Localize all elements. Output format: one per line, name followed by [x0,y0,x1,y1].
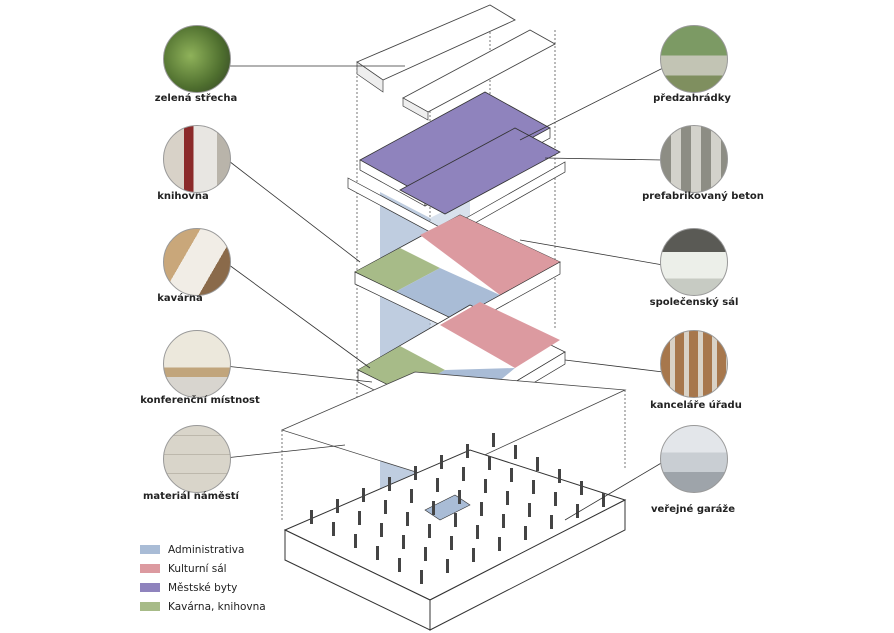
label-public-garage: veřejné garáže [650,504,736,515]
garage-column [484,479,487,493]
legend-item-admin: Administrativa [140,540,266,559]
garage-column [550,515,553,529]
garage-column [514,445,517,459]
garage-column [446,559,449,573]
garage-column [502,514,505,528]
garage-level [283,449,627,631]
garage-column [380,523,383,537]
garage-column [410,489,413,503]
garage-column [432,501,435,515]
label-square-material: materiál náměstí [143,491,239,502]
garage-column [310,510,313,524]
legend-label: Kavárna, knihovna [168,600,266,613]
housing-floor-lower [347,127,566,241]
roof-slab-lower [402,29,556,121]
garage-column [450,536,453,550]
legend-item-cafe-library: Kavárna, knihovna [140,597,266,616]
plaza-slab [280,371,627,520]
garage-column [558,469,561,483]
offices-photo [660,330,728,398]
legend-swatch [140,564,160,573]
label-front-gardens: předzahrádky [653,93,731,104]
garage-column [524,526,527,540]
garage-column [406,512,409,526]
garage-column [362,488,365,502]
garage-column [420,570,423,584]
green-roof-photo [163,25,231,93]
garage-column [424,547,427,561]
legend-label: Městské byty [168,581,238,594]
garage-column [388,477,391,491]
precast-concrete-photo [660,125,728,193]
garage-column [492,433,495,447]
garage-column [336,499,339,513]
front-gardens-photo [660,25,728,93]
garage-column [536,457,539,471]
garage-column [402,535,405,549]
garage-column [510,468,513,482]
legend-item-housing: Městské byty [140,578,266,597]
legend-label: Kulturní sál [168,562,227,575]
label-offices: kanceláře úřadu [650,400,742,411]
garage-photo [660,425,728,493]
garage-column [498,537,501,551]
garage-column [580,481,583,495]
label-precast-concrete: prefabrikovaný beton [642,191,764,202]
cafe-photo [163,228,231,296]
legend-swatch [140,602,160,611]
garage-column [532,480,535,494]
label-green-roof: zelená střecha [154,93,238,104]
legend: Administrativa Kulturní sál Městské byty… [140,540,266,616]
garage-column [488,456,491,470]
garage-column [414,466,417,480]
garage-column [466,444,469,458]
leader-lines [224,65,664,521]
garage-column [354,534,357,548]
garage-column [506,491,509,505]
garage-column [472,548,475,562]
garage-column [358,511,361,525]
label-social-hall: společenský sál [649,297,739,308]
garage-column [576,504,579,518]
roof-slab-upper [356,4,516,93]
legend-swatch [140,545,160,554]
garage-column [398,558,401,572]
garage-column [476,525,479,539]
label-library: knihovna [157,191,209,202]
legend-item-culture: Kulturní sál [140,559,266,578]
garage-column [462,467,465,481]
library-photo [163,125,231,193]
garage-column [458,490,461,504]
garage-column [376,546,379,560]
label-conference-room: konferenční místnost [140,395,260,406]
garage-columns [310,433,605,584]
legend-label: Administrativa [168,543,245,556]
garage-column [428,524,431,538]
garage-column [602,493,605,507]
garage-column [440,455,443,469]
garage-column [480,502,483,516]
garage-column [554,492,557,506]
garage-column [436,478,439,492]
conference-photo [163,330,231,398]
garage-column [528,503,531,517]
legend-swatch [140,583,160,592]
label-cafe: kavárna [157,293,203,304]
social-hall-photo [660,228,728,296]
square-material-photo [163,425,231,493]
garage-column [384,500,387,514]
garage-column [454,513,457,527]
garage-column [332,522,335,536]
